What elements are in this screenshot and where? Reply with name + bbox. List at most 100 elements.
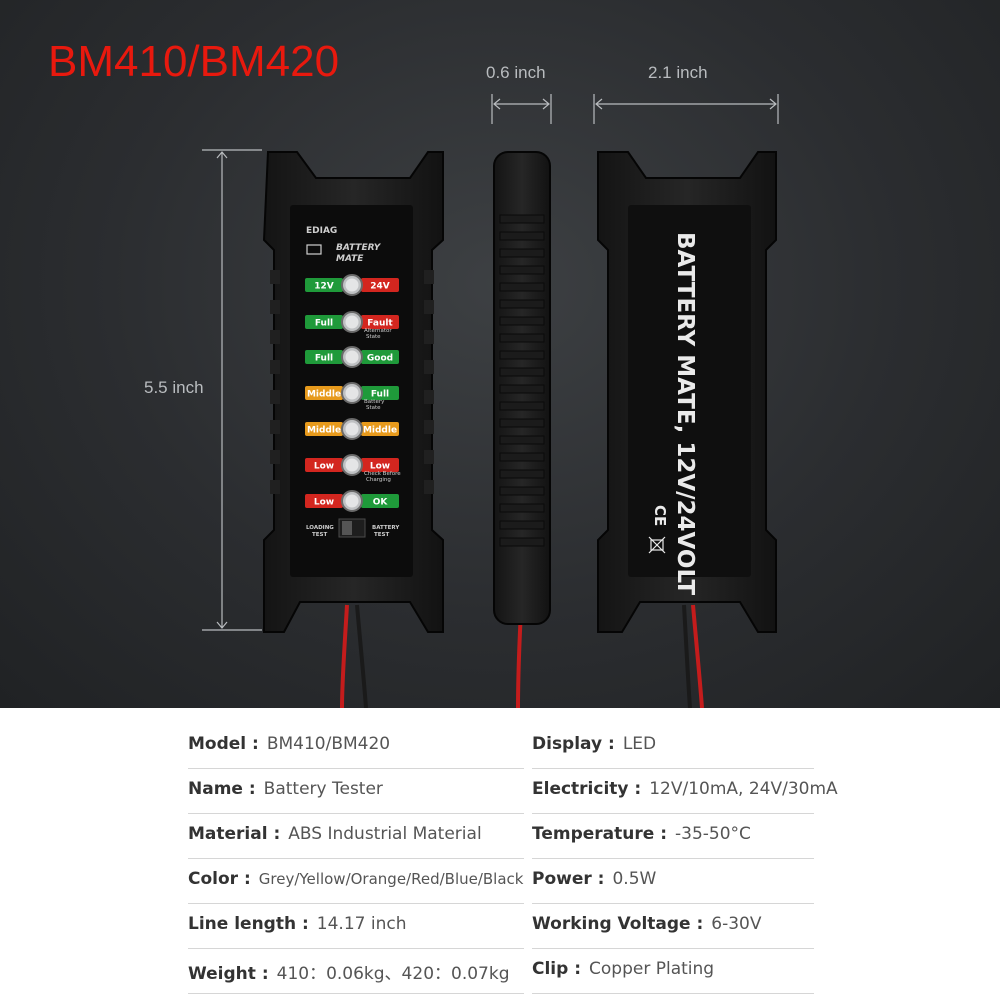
- side-rib: [499, 299, 545, 309]
- spec-cell: Model :BM410/BM420: [188, 734, 390, 754]
- test-switch-knob[interactable]: [342, 521, 352, 535]
- led-lens: [345, 350, 359, 364]
- led-lens: [345, 315, 359, 329]
- spec-row-left: Model :BM410/BM420: [188, 724, 524, 769]
- spec-key: Electricity :: [532, 779, 642, 799]
- spec-row-right: Display : LED: [532, 724, 814, 769]
- spec-row-right: Temperature :-35-50°C: [532, 814, 814, 859]
- back-label: BATTERY MATE, 12V/24VOLT: [672, 232, 698, 595]
- spec-cell: Clip : Copper Plating: [532, 959, 714, 979]
- side-rib: [499, 231, 545, 241]
- side-rib: [499, 367, 545, 377]
- spec-cell: Line length :14.17 inch: [188, 914, 407, 934]
- spec-cell: Color : Grey/Yellow/Orange/Red/Blue/Black: [188, 869, 523, 889]
- led-label-right: Middle: [363, 426, 397, 436]
- led-label-right: Full: [371, 390, 389, 400]
- led-label-right: OK: [373, 498, 389, 508]
- side-ribs: [499, 214, 545, 547]
- side-rib: [499, 520, 545, 530]
- side-rib: [499, 282, 545, 292]
- cable-back: [682, 604, 704, 708]
- product-title: BM410/BM420: [48, 37, 340, 86]
- led-label-left-bg: [305, 422, 343, 436]
- spec-row-left: Weight :410：0.06kg、420：0.07kg: [188, 949, 524, 994]
- side-rib: [499, 248, 545, 258]
- spec-key: Working Voltage :: [532, 914, 704, 934]
- spec-key: Model :: [188, 734, 259, 754]
- spec-value: Copper Plating: [589, 959, 715, 979]
- side-rib: [499, 537, 545, 547]
- led-label-right: 24V: [370, 282, 390, 292]
- spec-key: Weight :: [188, 964, 269, 984]
- spec-value: 0.5W: [612, 869, 657, 889]
- led-label-right-bg: [361, 278, 399, 292]
- spec-row-right: Power :0.5W: [532, 859, 814, 904]
- dimension-side-width: 0.6 inch: [486, 63, 546, 82]
- spec-key: Clip :: [532, 959, 582, 979]
- led-label-right-bg: [361, 422, 399, 436]
- led-label-right-bg: [361, 315, 399, 329]
- spec-key: Color :: [188, 869, 251, 889]
- cable-front: [340, 604, 368, 708]
- led-label-right: Low: [370, 462, 390, 472]
- led-label-right-bg: [361, 494, 399, 508]
- led-lens: [345, 422, 359, 436]
- logo-line2: MATE: [336, 254, 364, 264]
- device-side: [493, 151, 551, 625]
- spec-value: 14.17 inch: [316, 914, 407, 934]
- brand-label: EDIAG: [306, 226, 337, 236]
- led-label-left: Middle: [307, 390, 341, 400]
- dimension-height: 5.5 inch: [144, 378, 204, 397]
- side-rib: [499, 333, 545, 343]
- led-label-right-bg: [361, 386, 399, 400]
- side-rib: [499, 384, 545, 394]
- dimension-lines: [202, 94, 779, 631]
- side-rib: [499, 350, 545, 360]
- spec-cell: Working Voltage :6-30V: [532, 914, 762, 934]
- spec-row-right: Working Voltage :6-30V: [532, 904, 814, 949]
- spec-row-left: Color : Grey/Yellow/Orange/Red/Blue/Black: [188, 859, 524, 904]
- led-label-left: Low: [314, 462, 334, 472]
- battery-icon: [306, 244, 322, 255]
- dimension-back-width: 2.1 inch: [648, 63, 708, 82]
- side-rib: [499, 503, 545, 513]
- led-label-left-bg: [305, 350, 343, 364]
- led-label-left-bg: [305, 458, 343, 472]
- led-label-right: Fault: [367, 319, 393, 329]
- led-label-right-bg: [361, 350, 399, 364]
- spec-row-right: Clip : Copper Plating: [532, 949, 814, 994]
- led-label-left-bg: [305, 386, 343, 400]
- side-rib: [499, 265, 545, 275]
- spec-row-left: Material : ABS Industrial Material: [188, 814, 524, 859]
- side-rib: [499, 486, 545, 496]
- spec-value: ABS Industrial Material: [288, 824, 482, 844]
- spec-key: Material :: [188, 824, 281, 844]
- led-label-left: Middle: [307, 426, 341, 436]
- led-label-right: Good: [367, 354, 393, 364]
- spec-value: LED: [622, 734, 657, 754]
- spec-key: Display :: [532, 734, 615, 754]
- side-rib: [499, 469, 545, 479]
- spec-cell: Display : LED: [532, 734, 656, 754]
- spec-cell: Temperature :-35-50°C: [532, 824, 751, 844]
- weee-bin-icon: [648, 536, 666, 554]
- led-label-left-bg: [305, 494, 343, 508]
- spec-cell: Name :Battery Tester: [188, 779, 383, 799]
- led-label-left-bg: [305, 278, 343, 292]
- led-label-left: Full: [315, 319, 333, 329]
- side-rib: [499, 435, 545, 445]
- device-back: BATTERY MATE, 12V/24VOLT CE: [597, 151, 777, 633]
- spec-value: Grey/Yellow/Orange/Red/Blue/Black: [258, 870, 524, 888]
- spec-value: -35-50°C: [675, 824, 751, 844]
- ce-mark: CE: [651, 505, 669, 526]
